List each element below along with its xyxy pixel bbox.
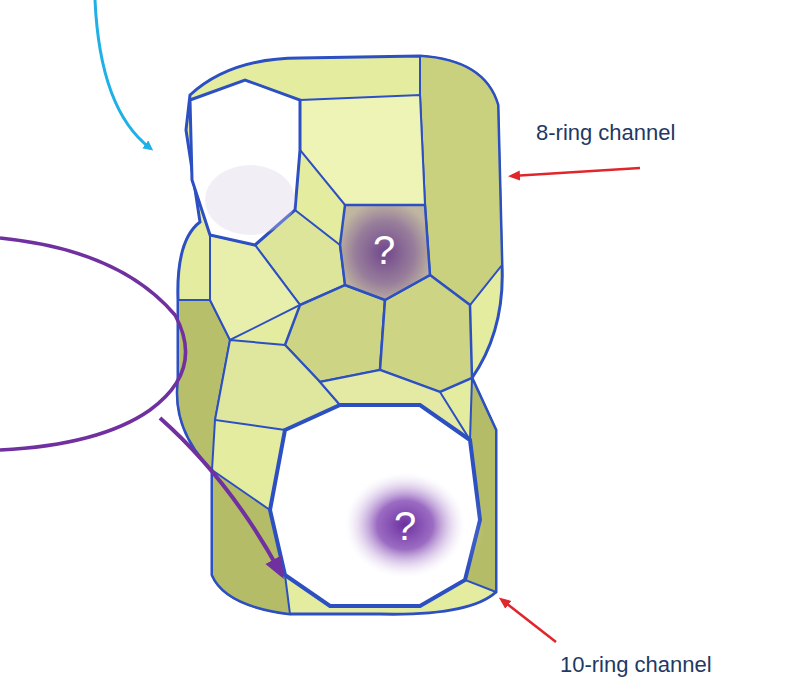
channel-label: 8-ring channel — [536, 120, 675, 145]
question-mark: ? — [373, 227, 395, 273]
channel-label: 10-ring channel — [560, 652, 712, 677]
question-mark: ? — [394, 503, 416, 549]
